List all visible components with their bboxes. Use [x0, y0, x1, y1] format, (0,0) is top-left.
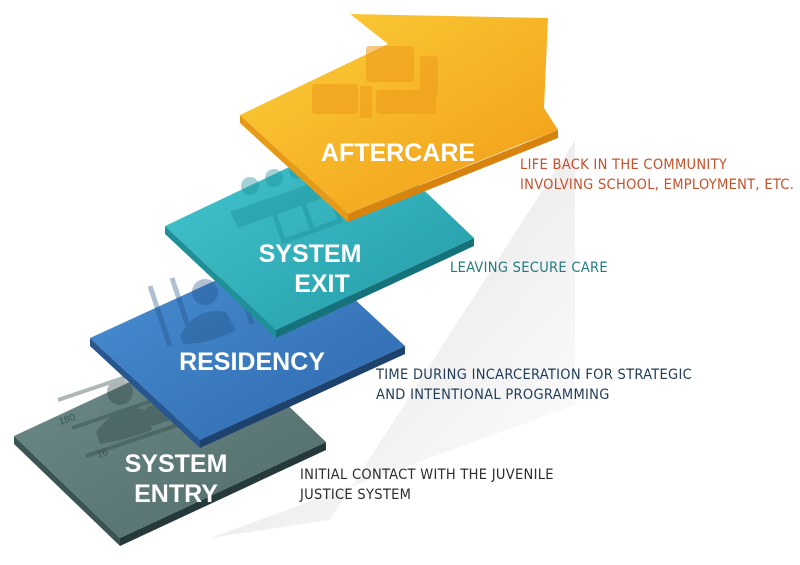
- step-aftercare: AFTERCARE: [240, 14, 558, 222]
- mugshot-number-mid: 16: [96, 447, 110, 461]
- aftercare-label: AFTERCARE: [321, 139, 475, 167]
- exit-layer-edge: [276, 238, 474, 338]
- system-entry-label-line1: SYSTEM: [125, 450, 228, 478]
- system-exit-description: LEAVING SECURE CARE: [450, 258, 608, 278]
- aftercare-arrow-edge: [348, 130, 558, 222]
- stack-shadow: [210, 140, 575, 538]
- aftercare-arrow-side: [240, 115, 348, 222]
- entry-layer-edge: [120, 442, 326, 546]
- aftercare-description: LIFE BACK IN THE COMMUNITY INVOLVING SCH…: [520, 155, 794, 195]
- residency-desc-line2: AND INTENTIONAL PROGRAMMING: [376, 387, 610, 403]
- system-entry-label-line2: ENTRY: [134, 480, 218, 508]
- residency-label: RESIDENCY: [179, 348, 325, 376]
- handshake-icon: [312, 46, 438, 118]
- system-exit-label-line1: SYSTEM: [259, 240, 362, 268]
- aftercare-desc-line1: LIFE BACK IN THE COMMUNITY: [520, 157, 728, 173]
- mugshot-number-top: 180: [58, 412, 78, 428]
- exit-layer-side: [165, 226, 276, 338]
- aftercare-desc-line2: INVOLVING SCHOOL, EMPLOYMENT, ETC.: [520, 177, 795, 193]
- residency-desc-line1: TIME DURING INCARCERATION FOR STRATEGIC: [376, 367, 693, 383]
- system-entry-desc-line2: JUSTICE SYSTEM: [300, 487, 412, 503]
- residency-layer-side: [90, 338, 200, 448]
- entry-layer-side: [14, 436, 120, 546]
- residency-description: TIME DURING INCARCERATION FOR STRATEGIC …: [376, 365, 692, 405]
- system-entry-desc-line1: INITIAL CONTACT WITH THE JUVENILE: [300, 467, 554, 483]
- system-exit-desc: LEAVING SECURE CARE: [450, 260, 608, 276]
- system-exit-label-line2: EXIT: [294, 270, 350, 298]
- system-entry-description: INITIAL CONTACT WITH THE JUVENILE JUSTIC…: [300, 465, 554, 505]
- residency-layer-edge: [200, 346, 405, 448]
